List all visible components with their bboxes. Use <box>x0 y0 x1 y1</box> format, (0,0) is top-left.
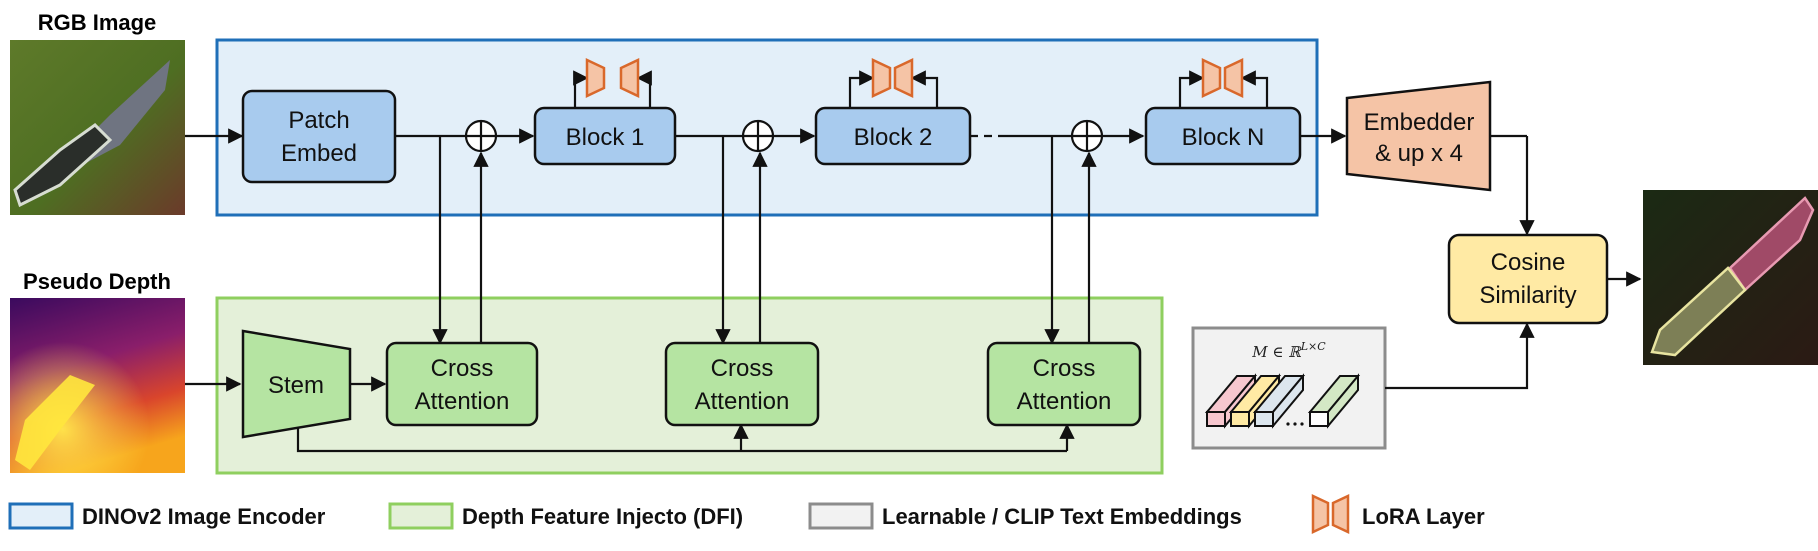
cross-attention-label-line1: Cross <box>1033 355 1096 382</box>
legend-label-lora: LoRA Layer <box>1362 504 1485 529</box>
embedding-bars <box>1204 373 1361 429</box>
sum-node <box>464 119 498 153</box>
sum-node <box>741 119 775 153</box>
lora-layer-icon <box>848 58 939 108</box>
block-1: Block 1 <box>533 106 677 166</box>
rgb-image-label: RGB Image <box>38 10 157 35</box>
cosine-label-line2: Similarity <box>1479 282 1576 309</box>
lora-legend-icon <box>1311 494 1330 534</box>
block-n-label: Block N <box>1182 124 1265 151</box>
cross-attention-label-line2: Attention <box>695 388 790 415</box>
sum-node <box>1070 119 1104 153</box>
segmentation-output-image <box>1643 190 1818 365</box>
embedder-label-line2: & up x 4 <box>1375 140 1463 167</box>
legend-item-dfi: Depth Feature Injecto (DFI) <box>388 502 743 530</box>
text-embeddings-box: M ∈ ℝL×C <box>1191 326 1387 450</box>
patch-embed-label-line2: Embed <box>281 140 357 167</box>
cross-attention-block: Cross Attention <box>986 341 1142 427</box>
block-1-label: Block 1 <box>566 124 645 151</box>
legend-label-text-embeddings: Learnable / CLIP Text Embeddings <box>882 504 1242 529</box>
legend-item-lora: LoRA Layer <box>1311 494 1485 534</box>
cross-attention-label-line2: Attention <box>415 388 510 415</box>
legend-item-dinov2: DINOv2 Image Encoder <box>8 502 326 530</box>
cross-attention-label-line1: Cross <box>431 355 494 382</box>
block-2: Block 2 <box>814 106 972 166</box>
embedder-label-line1: Embedder <box>1364 109 1475 136</box>
lora-layer-icon <box>573 58 652 108</box>
pseudo-depth-image <box>10 298 185 473</box>
lora-layer-icon <box>1178 58 1269 108</box>
cross-attention-block: Cross Attention <box>385 341 539 427</box>
legend-label-dfi: Depth Feature Injecto (DFI) <box>462 504 743 529</box>
block-2-label: Block 2 <box>854 124 933 151</box>
cross-attention-label-line2: Attention <box>1017 388 1112 415</box>
patch-embed-label-line1: Patch <box>288 107 349 134</box>
pseudo-depth-label: Pseudo Depth <box>23 269 171 294</box>
stem-label: Stem <box>268 372 324 399</box>
cosine-label-line1: Cosine <box>1491 249 1566 276</box>
cross-attention-label-line1: Cross <box>711 355 774 382</box>
rgb-image <box>10 40 185 215</box>
text-embedding-formula: M ∈ ℝL×C <box>1251 340 1326 361</box>
legend-item-text-embeddings: Learnable / CLIP Text Embeddings <box>808 502 1242 530</box>
cosine-similarity-block: Cosine Similarity <box>1447 233 1609 325</box>
legend: DINOv2 Image Encoder Depth Feature Injec… <box>8 494 1485 534</box>
stem-block: Stem <box>241 329 352 439</box>
legend-label-dinov2: DINOv2 Image Encoder <box>82 504 326 529</box>
patch-embed-block: Patch Embed <box>241 89 397 184</box>
cross-attention-block: Cross Attention <box>664 341 820 427</box>
block-n: Block N <box>1144 106 1302 166</box>
dinov2-encoder-region <box>215 38 1319 217</box>
embedder-block: Embedder & up x 4 <box>1345 80 1492 192</box>
